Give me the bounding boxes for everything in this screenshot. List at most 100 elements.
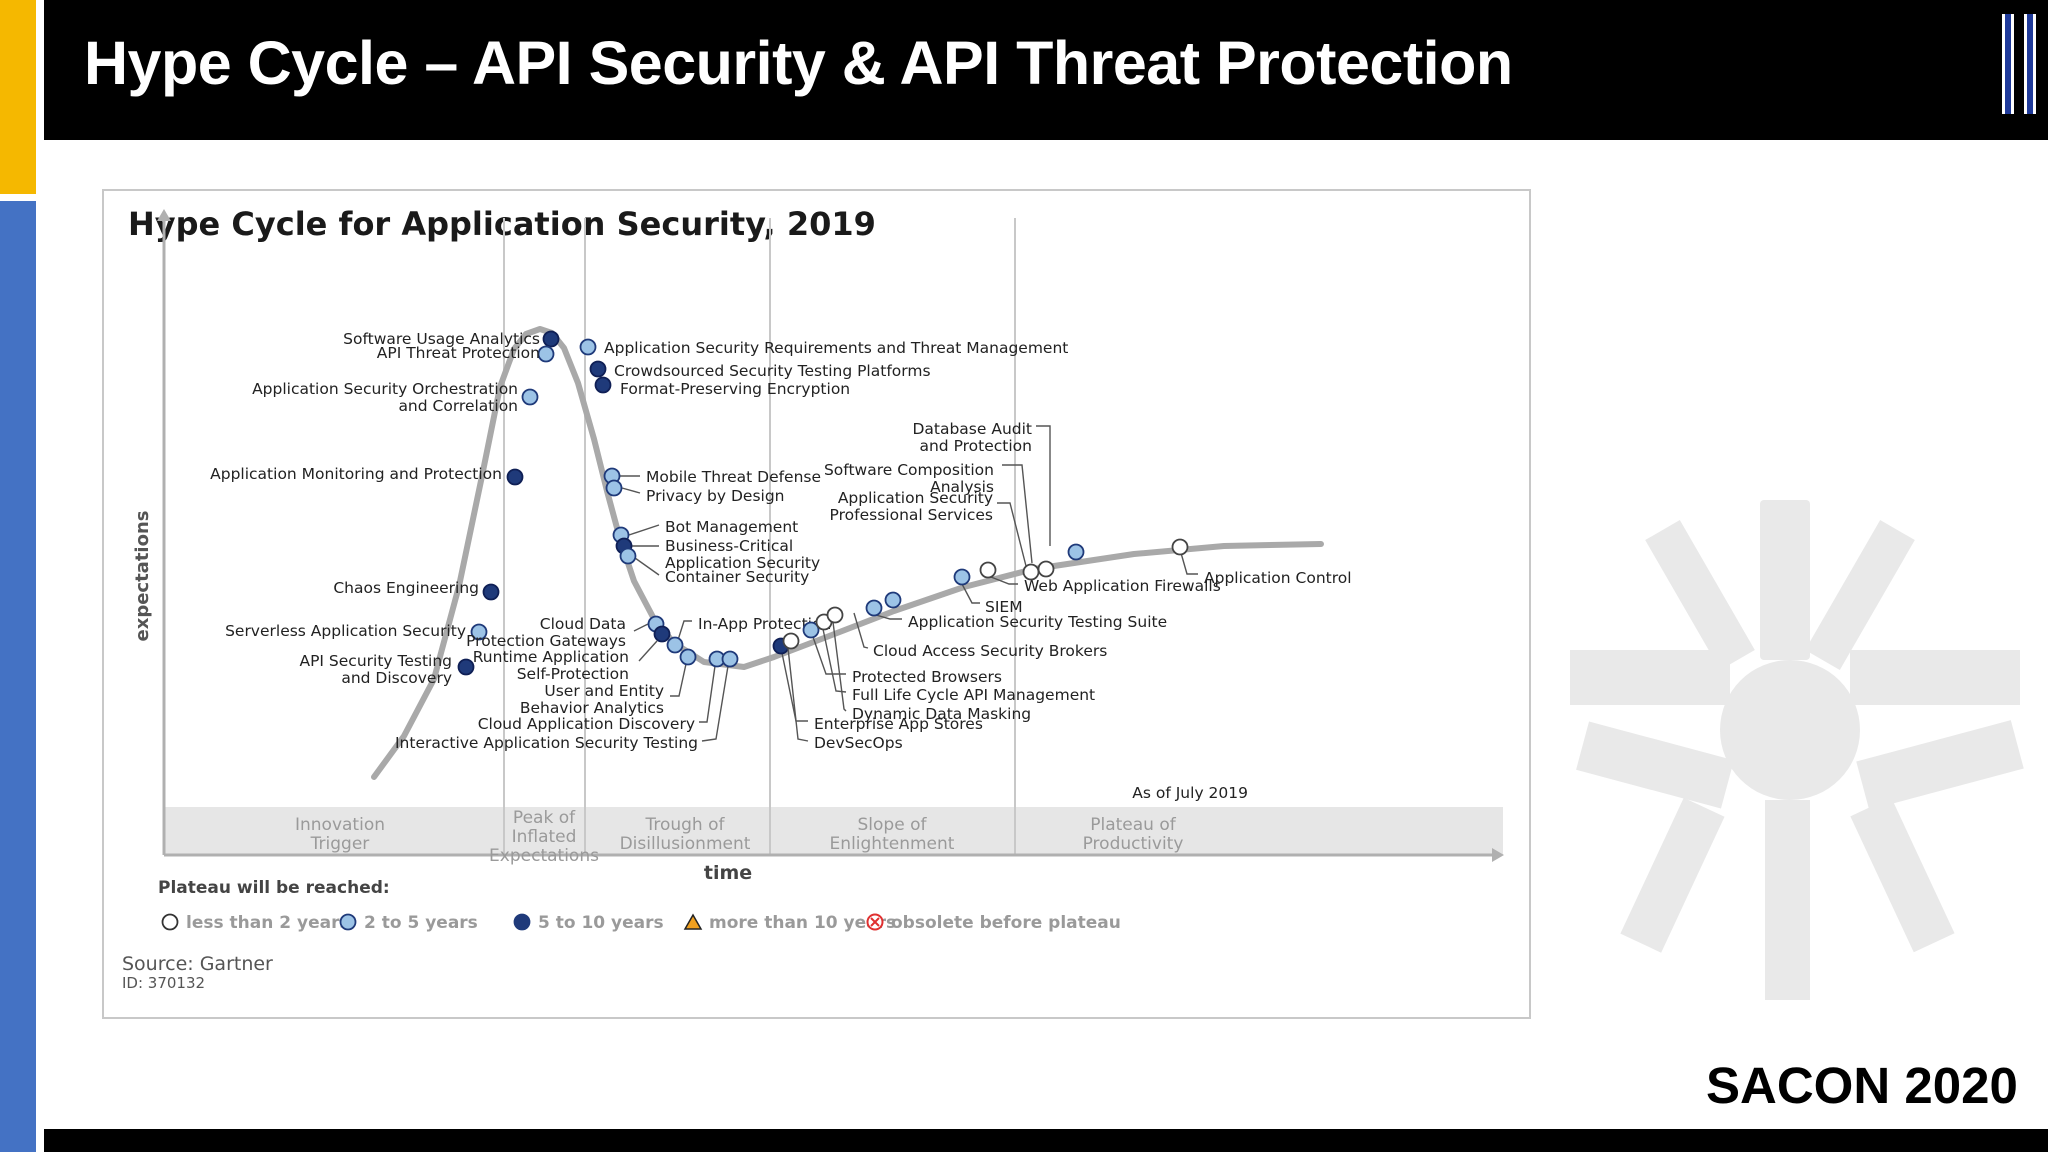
phase-label: Trough of <box>644 815 725 835</box>
technology-label: Enterprise App Stores <box>814 715 983 733</box>
technology-label: Full Life Cycle API Management <box>852 686 1095 704</box>
legend-title: Plateau will be reached: <box>158 878 390 898</box>
technology-label: Business-Critical <box>665 537 793 555</box>
phase-label: Expectations <box>489 846 599 866</box>
leader-line <box>633 623 649 632</box>
technology-marker <box>619 547 637 565</box>
technology-marker <box>653 625 671 643</box>
technology-label: Protection Gateways <box>466 632 626 650</box>
technology-label: Interactive Application Security Testing <box>395 734 698 752</box>
technology-label: Self-Protection <box>517 665 629 683</box>
leader-line <box>997 502 1027 567</box>
slide-title: Hype Cycle – API Security & API Threat P… <box>84 29 1513 97</box>
technology-label: Behavior Analytics <box>520 699 664 717</box>
technology-marker <box>521 388 539 406</box>
technology-label: Analysis <box>930 478 994 496</box>
city-watermark-icon <box>1570 500 2024 1000</box>
legend-marker-icon <box>339 913 357 931</box>
phase-label: Disillusionment <box>620 834 751 854</box>
leader-line <box>621 487 641 494</box>
phase-label: Enlightenment <box>830 834 955 854</box>
leader-line <box>1036 425 1051 546</box>
leader-line <box>990 576 1018 585</box>
technology-label: Dynamic Data Masking <box>852 705 1031 723</box>
title-bar <box>44 0 2048 140</box>
technology-label: Bot Management <box>665 518 798 536</box>
technology-label: Cloud Access Security Brokers <box>873 642 1107 660</box>
y-axis-arrow-icon <box>157 209 171 221</box>
phase-label: Innovation <box>295 815 385 835</box>
technology-marker <box>782 632 800 650</box>
leader-line <box>677 620 692 641</box>
phase-label: Plateau of <box>1090 815 1177 835</box>
leader-line <box>1002 464 1033 564</box>
technology-marker <box>826 606 844 624</box>
technology-label: and Protection <box>919 437 1032 455</box>
phase-label: Peak of <box>513 808 576 828</box>
technology-label: Application Security <box>838 489 993 507</box>
figure-title: Hype Cycle for Application Security, 201… <box>128 205 876 243</box>
leader-line <box>875 614 902 620</box>
technology-label: Application Security Testing Suite <box>908 613 1167 631</box>
technology-marker <box>542 330 560 348</box>
technology-label: In-App Protection <box>698 615 831 633</box>
phase-label: Trigger <box>310 834 370 854</box>
technology-marker <box>579 338 597 356</box>
legend-marker-icon <box>161 913 179 931</box>
hype-cycle-figure: Hype Cycle for Application Security, 201… <box>102 189 1531 1019</box>
triangle-icon <box>683 913 703 930</box>
legend-label: more than 10 years <box>709 913 896 933</box>
source-text: Source: Gartner <box>122 953 273 975</box>
leader-line <box>1180 552 1198 575</box>
leader-line <box>787 647 809 742</box>
technology-marker <box>537 345 555 363</box>
technology-marker <box>1067 543 1085 561</box>
technology-label: Cloud Application Discovery <box>478 715 695 733</box>
technology-label: Runtime Application <box>473 648 629 666</box>
technology-marker <box>1171 538 1189 556</box>
leader-line <box>699 665 716 723</box>
legend-marker-icon <box>513 913 531 931</box>
technology-marker <box>802 621 820 639</box>
technology-marker <box>865 599 883 617</box>
phase-band <box>164 807 1503 855</box>
as-of-note: As of July 2019 <box>1132 784 1248 802</box>
technology-label: Software Usage Analytics <box>343 330 540 348</box>
technology-label: SIEM <box>985 598 1023 616</box>
technology-label: Protected Browsers <box>852 668 1002 686</box>
leader-line <box>822 628 847 693</box>
leader-line <box>832 621 847 712</box>
technology-marker <box>594 376 612 394</box>
footer-brand: SACON 2020 <box>1706 1057 2018 1114</box>
technology-label: Application Security Orchestration <box>252 380 518 398</box>
technology-marker <box>457 658 475 676</box>
technology-label: Chaos Engineering <box>333 579 479 597</box>
technology-label: Serverless Application Security <box>225 622 466 640</box>
accent-bar-blue <box>0 201 36 1152</box>
technology-marker <box>470 623 488 641</box>
legend-label: 2 to 5 years <box>364 913 478 933</box>
technology-marker <box>1022 563 1040 581</box>
leader-line <box>701 665 729 742</box>
technology-label: and Discovery <box>341 669 452 687</box>
technology-marker <box>589 360 607 378</box>
technology-label: Mobile Threat Defense <box>646 468 821 486</box>
leader-line <box>628 524 660 536</box>
technology-label: Application Security Requirements and Th… <box>604 339 1068 357</box>
technology-marker <box>979 561 997 579</box>
technology-label: Application Monitoring and Protection <box>210 465 502 483</box>
legend-label: less than 2 years <box>186 913 350 933</box>
technology-marker <box>1037 560 1055 578</box>
technology-label: Crowdsourced Security Testing Platforms <box>614 362 931 380</box>
x-mark <box>870 917 880 927</box>
phase-label: Slope of <box>858 815 928 835</box>
x-axis-arrow-icon <box>1492 848 1504 862</box>
technology-label: API Security Testing <box>299 652 452 670</box>
hype-curve <box>371 326 1324 780</box>
y-axis-label: expectations <box>132 510 153 641</box>
technology-marker <box>605 479 623 497</box>
accent-gap <box>0 194 36 201</box>
technology-marker <box>721 650 739 668</box>
technology-marker <box>666 636 684 654</box>
